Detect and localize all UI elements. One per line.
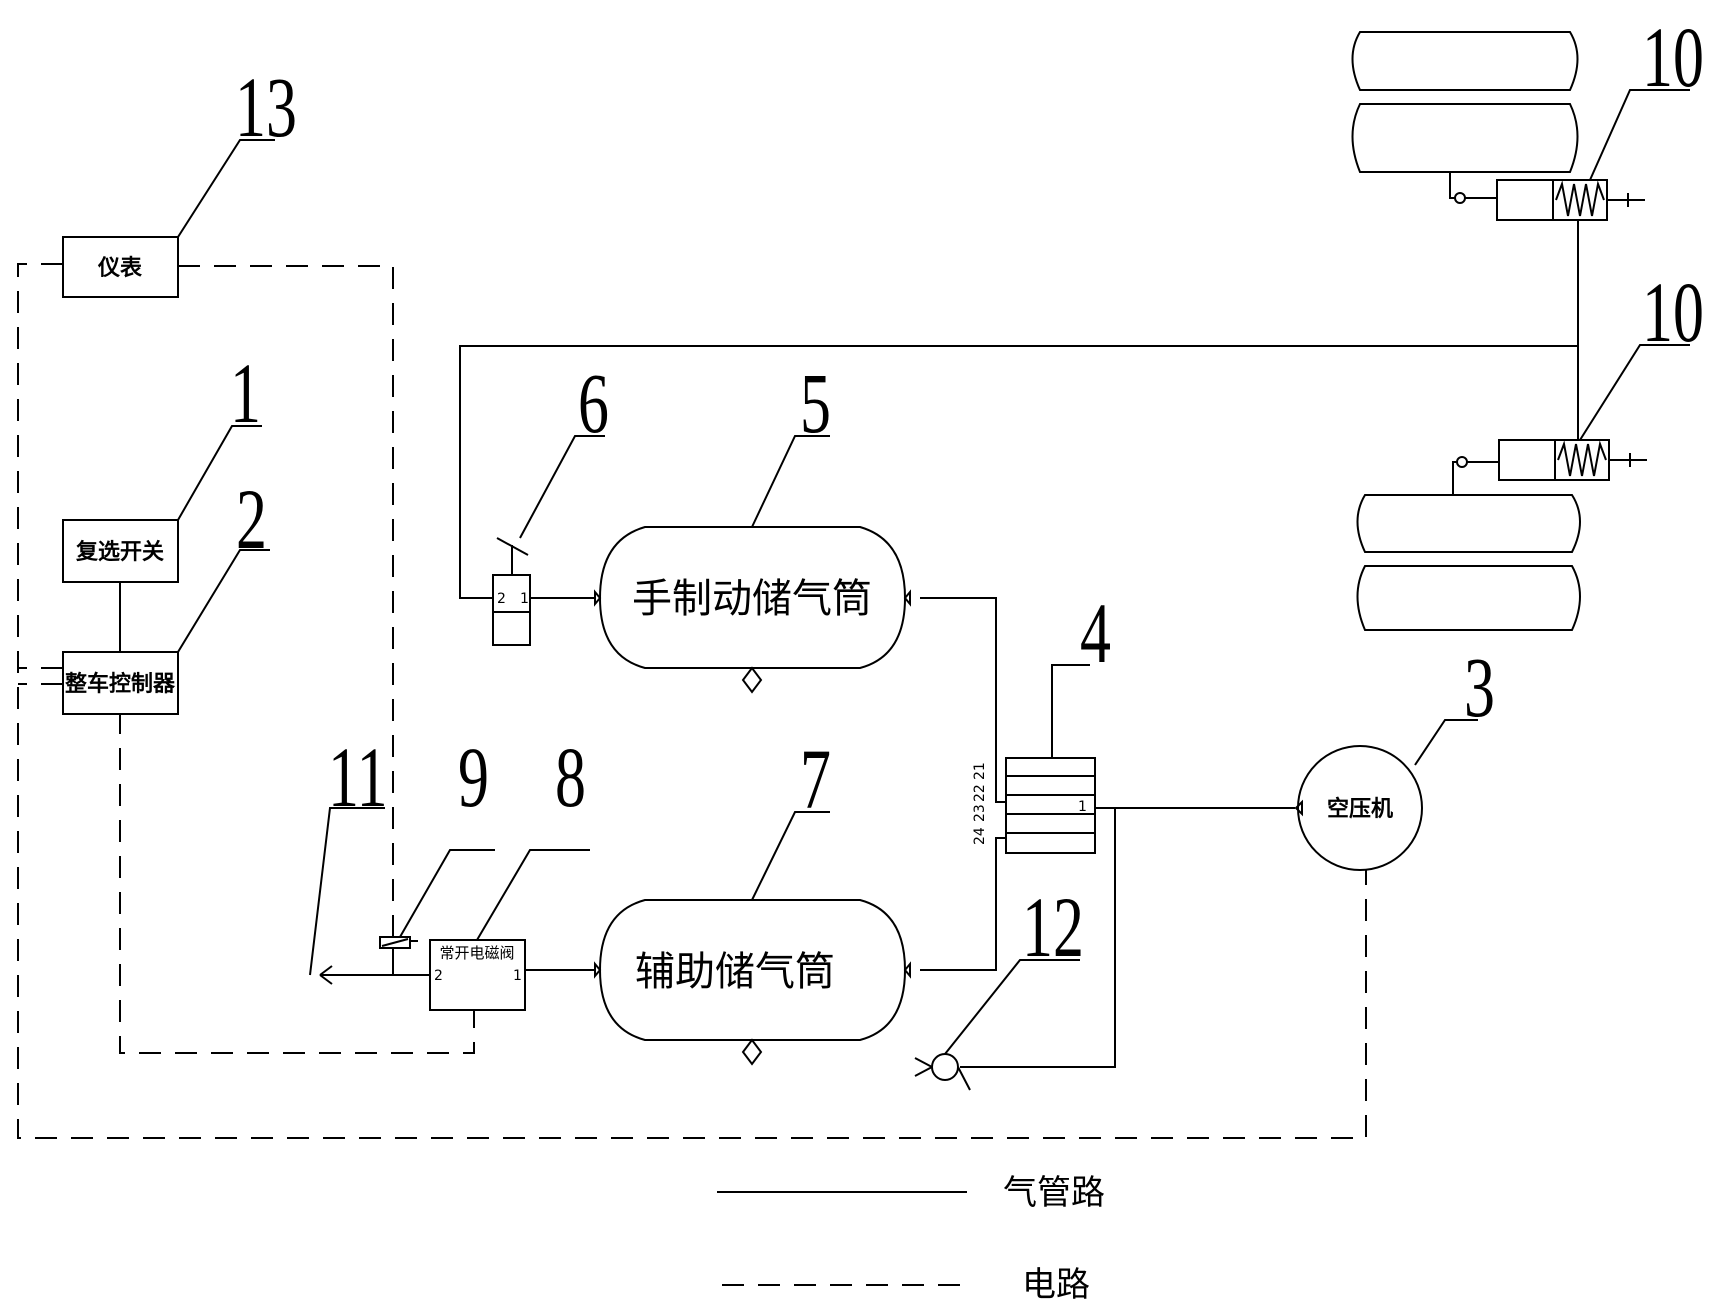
four-valve-port-23: 23 (972, 804, 988, 822)
callout-13: 13 (235, 60, 297, 155)
selector-switch-label: 复选开关 (75, 539, 164, 565)
brake-chamber-lower (1456, 439, 1647, 481)
valve6-port-1: 1 (520, 591, 529, 607)
legend: 气管路 电路 (717, 1173, 1105, 1305)
solenoid-valve-label: 常开电磁阀 (439, 944, 514, 962)
callout-7: 7 (800, 732, 831, 827)
drain-valve (914, 1053, 971, 1091)
callout-12: 12 (1022, 880, 1084, 975)
four-valve-port-1: 1 (1078, 799, 1087, 815)
air-compressor: 空压机 (1294, 745, 1423, 871)
callout-10-upper: 10 (1642, 10, 1704, 105)
callout-8: 8 (555, 730, 586, 825)
brake-chamber-upper (1454, 179, 1645, 221)
compressor-label: 空压机 (1327, 796, 1393, 822)
wheel-upper (1351, 31, 1579, 173)
solenoid-valve: 常开电磁阀 2 1 (429, 939, 526, 1011)
callout-5: 5 (800, 356, 831, 451)
legend-air-line-label: 气管路 (1003, 1173, 1105, 1213)
four-valve-port-22: 22 (972, 784, 988, 802)
legend-circuit-label: 电路 (1022, 1265, 1090, 1305)
callout-10-lower: 10 (1642, 265, 1704, 360)
callout-leaders (177, 89, 1690, 1055)
valve8-port-1: 1 (513, 968, 522, 984)
air-lines (319, 172, 1579, 1068)
aux-tank-label: 辅助储气筒 (635, 949, 835, 995)
callout-9: 9 (458, 730, 489, 825)
callout-1: 1 (230, 346, 261, 441)
meter-box: 仪表 (62, 236, 179, 298)
hand-brake-tank: 手制动储气筒 (594, 526, 911, 694)
four-circuit-valve: 1 21 22 23 24 (972, 757, 1096, 854)
vehicle-controller-label: 整车控制器 (65, 671, 176, 697)
callout-11: 11 (328, 730, 388, 825)
drain-plug-icon (741, 1038, 763, 1066)
callout-6: 6 (578, 356, 609, 451)
vehicle-controller-box: 整车控制器 (62, 651, 179, 715)
hand-brake-tank-label: 手制动储气筒 (632, 576, 872, 622)
wheel-lower (1356, 494, 1581, 631)
aux-tank: 辅助储气筒 (594, 899, 911, 1066)
four-valve-port-24: 24 (972, 827, 988, 845)
meter-label: 仪表 (97, 256, 143, 281)
callout-3: 3 (1464, 640, 1495, 735)
valve8-port-2: 2 (434, 968, 443, 984)
valve6-port-2: 2 (497, 591, 506, 607)
drain-plug-icon (741, 666, 763, 694)
electric-circuit (17, 263, 1367, 1139)
callout-2: 2 (236, 472, 267, 567)
callout-numbers: 13 1 2 6 5 7 8 9 11 4 3 10 10 12 (230, 10, 1704, 975)
selector-switch-box: 复选开关 (62, 519, 179, 583)
hand-brake-valve: 2 1 (492, 537, 531, 646)
pressure-sensor (379, 936, 418, 949)
callout-4: 4 (1080, 586, 1111, 681)
four-valve-port-21: 21 (972, 762, 988, 780)
